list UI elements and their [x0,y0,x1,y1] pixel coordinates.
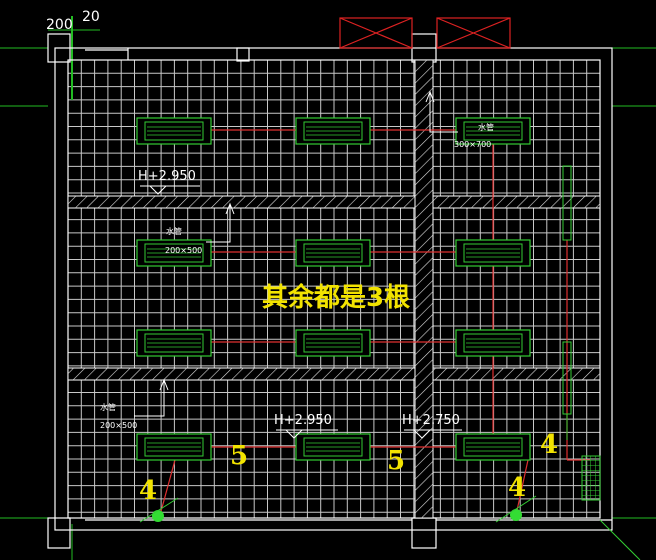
vent-label-top-right: 水管 [478,122,494,132]
ac-unit [455,433,531,461]
outlets [139,495,641,560]
beams [67,59,601,519]
dim-20: 20 [82,9,100,25]
ac-unit [295,433,371,461]
count-right-bottom: 4 [508,473,526,503]
ac-unit [455,239,531,267]
annotations: 200 20 H+2.950 H+2.950 H+2.750 水管 300×70… [46,9,558,506]
outlet-right [510,509,522,521]
outlet-left [152,510,164,522]
vent-size-mid-left: 200×500 [165,246,202,255]
count-right-upper: 4 [540,430,558,460]
side-units [562,165,601,501]
side-unit [562,165,572,241]
dim-200: 200 [46,17,73,33]
count-left-corner: 4 [139,476,157,506]
elevation-top-left: H+2.950 [138,169,196,184]
walls [47,33,613,549]
ac-unit [136,117,212,145]
ac-unit [455,117,531,145]
hatched-unit [581,455,601,501]
elevation-bottom-right: H+2.750 [402,413,460,428]
ac-unit [136,433,212,461]
ac-unit [136,329,212,357]
ac-units [136,117,531,461]
vent-size-bottom-left: 200×500 [100,421,137,430]
vent-label-mid-left: 水管 [166,226,182,236]
ac-unit [136,239,212,267]
vent-size-top-right: 300×700 [454,140,491,149]
count-mid-left: 5 [230,441,248,471]
ac-unit [295,117,371,145]
ac-unit [455,329,531,357]
ac-unit [295,239,371,267]
rooftop-units [339,17,511,49]
elevation-bottom-middle: H+2.950 [274,413,332,428]
vent-label-bottom-left: 水管 [100,402,116,412]
ac-unit [295,329,371,357]
note-other-three: 其余都是3根 [262,282,410,313]
count-mid-right: 5 [387,446,405,476]
